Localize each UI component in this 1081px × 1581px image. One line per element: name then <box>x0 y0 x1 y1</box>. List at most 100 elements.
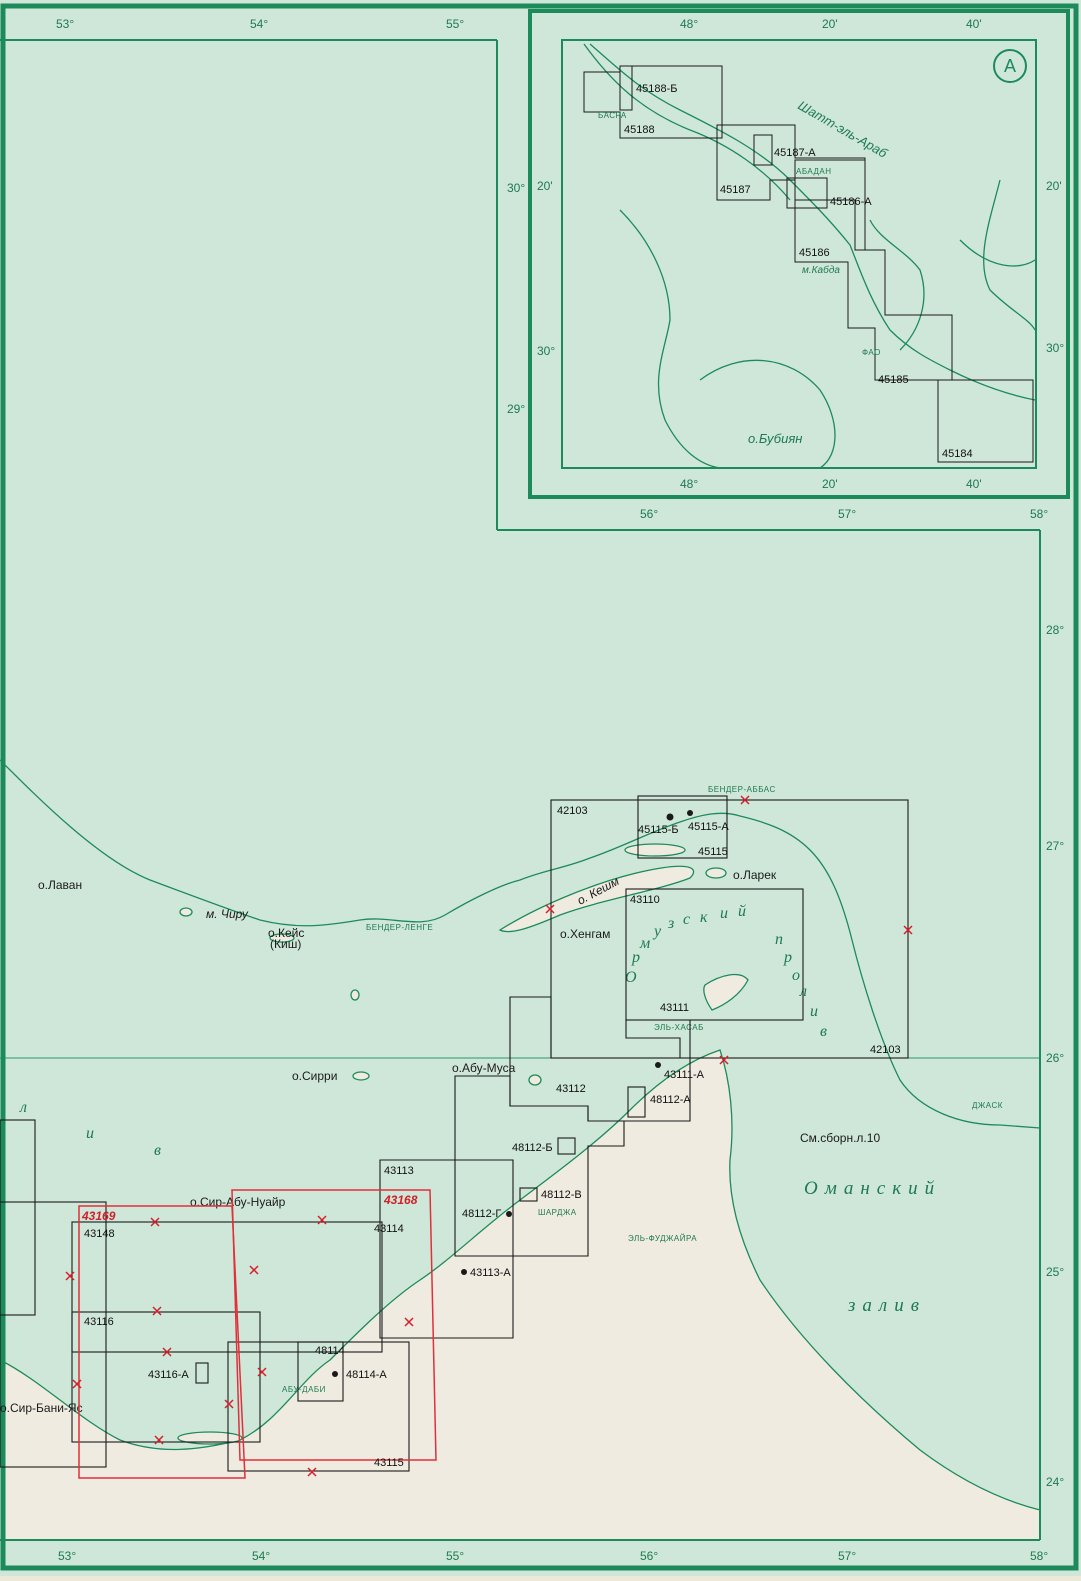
sheet-43111: 43111 <box>660 1002 689 1014</box>
place-bender-lenge: БЕНДЕР-ЛЕНГЕ <box>366 923 433 932</box>
right-lat-25: 25° <box>1046 1265 1064 1279</box>
inset-cape-kabda: м.Кабда <box>802 264 840 276</box>
sea-gulf-letter-2: и <box>86 1125 100 1142</box>
top-lon-54: 54° <box>250 17 268 31</box>
right-lon-58: 58° <box>1030 507 1048 521</box>
bottom-lon-54: 54° <box>252 1549 270 1563</box>
sheet-42103: 42103 <box>557 805 588 817</box>
sheet-48114a: 48114-А <box>346 1369 387 1381</box>
place-lavan: о.Лаван <box>38 878 82 892</box>
hormuz-letter: з <box>667 915 680 932</box>
sheet-43114: 43114 <box>374 1223 404 1235</box>
right-lat-27: 27° <box>1046 839 1064 853</box>
hormuz-letter: п <box>775 931 789 948</box>
right-lat-26: 26° <box>1046 1051 1064 1065</box>
left-lat-30: 30° <box>507 181 525 195</box>
sheet-43111a: 43111-А <box>664 1069 705 1081</box>
bottom-lon-53: 53° <box>58 1549 76 1563</box>
inset-sheet-45188b: 45188-Б <box>636 83 677 95</box>
hormuz-letter: л <box>799 983 813 1000</box>
red-sheet-outlines <box>78 1189 437 1479</box>
sheet-45115a: 45115-А <box>688 821 729 833</box>
sheet-43116a: 43116-А <box>148 1369 189 1381</box>
inset-label-circle <box>993 49 1027 83</box>
hormuz-letter: й <box>738 903 752 920</box>
hormuz-letter: у <box>652 923 667 940</box>
sheet-45115b: 45115-Б <box>638 824 679 836</box>
arabia-peninsula-land <box>0 1050 1040 1540</box>
inset-sheet-45185: 45185 <box>878 374 909 386</box>
sheet-43112: 43112 <box>556 1083 586 1095</box>
outer-frame <box>0 3 1079 1571</box>
inset-town-abadan: АБАДАН <box>796 167 832 176</box>
inset-sheet-45186: 45186 <box>799 247 830 259</box>
bottom-lon-56: 56° <box>640 1549 658 1563</box>
red-sheet-43168: 43168 <box>383 1193 418 1207</box>
place-el-hasab: ЭЛЬ-ХАСАБ <box>654 1023 704 1032</box>
bottom-lon-57: 57° <box>838 1549 856 1563</box>
place-kish: (Киш) <box>270 937 301 951</box>
sea-gulf-letter-1: л <box>19 1099 33 1116</box>
place-sharjah: ШАРДЖА <box>538 1208 577 1217</box>
inset-a: A 45188-Б 45188 45187-А 45187 45186-А 45… <box>528 9 1070 499</box>
hormuz-letter: р <box>631 949 646 966</box>
hormuz-letter: р <box>783 949 798 966</box>
inset-top-lon-48: 48° <box>680 17 698 31</box>
inset-top-lon-20: 20' <box>822 17 838 31</box>
bottom-lon-58: 58° <box>1030 1549 1048 1563</box>
place-kais: о.Кейс <box>268 926 304 940</box>
right-lat-24: 24° <box>1046 1475 1064 1489</box>
hormuz-letter: к <box>700 909 713 926</box>
place-jask: ДЖАСК <box>972 1101 1003 1110</box>
sheet-45115: 45115 <box>698 846 728 858</box>
inset-sheet-45187: 45187 <box>720 184 751 196</box>
inset-bottom-lon-40: 40' <box>966 477 982 491</box>
left-lat-29: 29° <box>507 402 525 416</box>
top-lon-55: 55° <box>446 17 464 31</box>
place-bender-abbas: БЕНДЕР-АББАС <box>708 785 776 794</box>
place-sir-bani-yas: о.Сир-Бани-Яс <box>0 1401 83 1415</box>
inset-town-basra: БАСРА <box>598 111 627 120</box>
inset-sheet-45187a: 45187-А <box>774 147 816 159</box>
sheet-43115: 43115 <box>374 1457 404 1469</box>
place-chiru: м. Чиру <box>206 907 249 921</box>
inset-top-lon-40: 40' <box>966 17 982 31</box>
place-abu-musa: о.Абу-Муса <box>452 1061 516 1075</box>
ref-note: См.сборн.л.10 <box>800 1131 880 1145</box>
inset-sheet-45184: 45184 <box>942 448 973 460</box>
sea-oman-1: Оманский <box>804 1178 941 1199</box>
sheet-43113: 43113 <box>384 1165 414 1177</box>
port-dots <box>332 810 693 1377</box>
place-hengam: о.Хенгам <box>560 927 610 941</box>
inset-right-lat-30: 30° <box>1046 341 1064 355</box>
sheet-48112v: 48112-В <box>541 1189 582 1201</box>
place-sir-abu-nuair: о.Сир-Абу-Нуайр <box>190 1195 286 1209</box>
bottom-lon-55: 55° <box>446 1549 464 1563</box>
inset-left-lat-30: 30° <box>537 344 555 358</box>
inset-sheet-45186a: 45186-А <box>830 196 872 208</box>
right-lat-28: 28° <box>1046 623 1064 637</box>
sheet-42103-b: 42103 <box>870 1044 901 1056</box>
sheet-outlines <box>0 795 909 1472</box>
sheet-43116: 43116 <box>84 1316 114 1328</box>
sheet-48112g: 48112-Г <box>462 1208 501 1220</box>
hormuz-letter: о <box>792 967 806 984</box>
sheet-48112b: 48112-Б <box>512 1142 553 1154</box>
hormuz-letter: и <box>720 905 734 922</box>
sheet-43110: 43110 <box>630 894 660 906</box>
place-larek: о.Ларек <box>733 868 777 882</box>
inset-bottom-lon-48: 48° <box>680 477 698 491</box>
sheet-48114: 48114 <box>315 1345 345 1357</box>
sheet-43113a: 43113-А <box>470 1267 511 1279</box>
hormuz-letter: О <box>625 969 643 986</box>
sheet-43148: 43148 <box>84 1228 115 1240</box>
sea-oman-2: залив <box>847 1295 926 1316</box>
hormuz-letter: и <box>810 1003 824 1020</box>
red-sheet-43169: 43169 <box>81 1209 116 1223</box>
right-lon-57: 57° <box>838 507 856 521</box>
inset-island-bubiyan: о.Бубиян <box>748 431 802 446</box>
inset-town-fao: ФАО <box>862 348 881 357</box>
top-lon-53: 53° <box>56 17 74 31</box>
